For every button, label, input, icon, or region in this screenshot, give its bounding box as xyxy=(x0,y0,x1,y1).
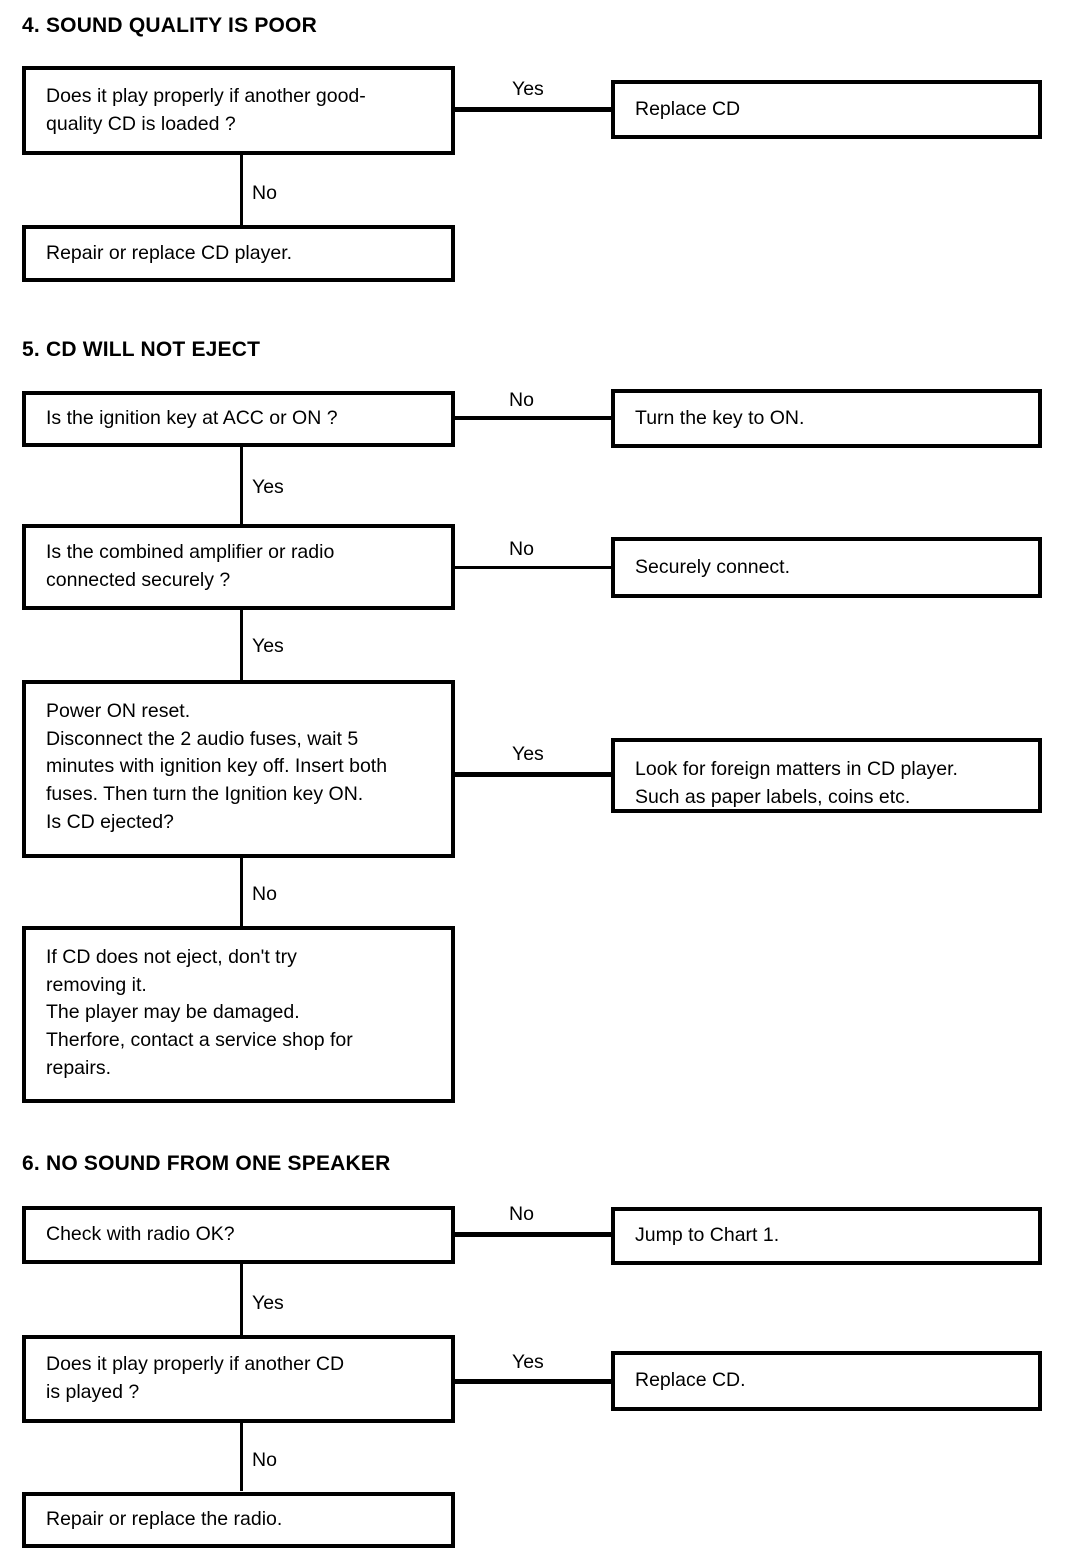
connector-s6-q2-yes xyxy=(455,1379,611,1384)
node-text: Repair or replace the radio. xyxy=(46,1508,283,1531)
node-another-cd-question[interactable]: Does it play properly if another CD is p… xyxy=(22,1335,455,1423)
node-text: Does it play properly if another CD is p… xyxy=(46,1353,345,1403)
node-text: If CD does not eject, don't try removing… xyxy=(46,946,353,1079)
node-ignition-key-question[interactable]: Is the ignition key at ACC or ON ? xyxy=(22,391,455,447)
node-text: Jump to Chart 1. xyxy=(635,1224,780,1247)
node-text: Turn the key to ON. xyxy=(635,406,805,429)
node-repair-replace-cd-player[interactable]: Repair or replace CD player. xyxy=(22,225,455,282)
connector-s5-q2-no xyxy=(455,566,611,569)
edge-label-s5-q2-no: No xyxy=(509,538,534,560)
node-text: Replace CD xyxy=(635,97,741,120)
node-text: Replace CD. xyxy=(635,1369,746,1392)
connector-s5-q1-no xyxy=(455,416,611,420)
edge-label-s5-q2-yes: Yes xyxy=(252,635,284,657)
node-securely-connect[interactable]: Securely connect. xyxy=(611,537,1042,598)
node-replace-cd-1[interactable]: Replace CD xyxy=(611,80,1042,139)
edge-label-s5-q1-no: No xyxy=(509,389,534,411)
edge-label-s6-q1-yes: Yes xyxy=(252,1292,284,1314)
node-replace-cd-2[interactable]: Replace CD. xyxy=(611,1351,1042,1411)
node-look-for-foreign-matters[interactable]: Look for foreign matters in CD player. S… xyxy=(611,738,1042,813)
node-text: Is the combined amplifier or radio conne… xyxy=(46,541,335,591)
section-heading-5: 5. CD WILL NOT EJECT xyxy=(22,338,261,361)
node-amplifier-radio-question[interactable]: Is the combined amplifier or radio conne… xyxy=(22,524,455,610)
connector-s4-q1-yes xyxy=(455,107,611,112)
connector-s6-q1-no xyxy=(455,1232,611,1237)
node-text: Is the ignition key at ACC or ON ? xyxy=(46,407,338,430)
edge-label-s6-q2-yes: Yes xyxy=(512,1351,544,1373)
edge-label-s6-q2-no: No xyxy=(252,1449,277,1471)
edge-label-s4-q1-yes: Yes xyxy=(512,78,544,100)
connector-s5-q2-yes xyxy=(240,610,243,680)
node-text: Look for foreign matters in CD player. S… xyxy=(635,758,958,808)
section-heading-4: 4. SOUND QUALITY IS POOR xyxy=(22,14,317,37)
connector-s5-q3-no xyxy=(240,858,243,926)
node-text: Repair or replace CD player. xyxy=(46,241,293,264)
node-text: Securely connect. xyxy=(635,555,791,578)
edge-label-s6-q1-no: No xyxy=(509,1203,534,1225)
edge-label-s5-q3-no: No xyxy=(252,883,277,905)
node-text: Check with radio OK? xyxy=(46,1223,235,1246)
node-power-on-reset-question[interactable]: Power ON reset. Disconnect the 2 audio f… xyxy=(22,680,455,858)
node-do-not-remove-cd-warning[interactable]: If CD does not eject, don't try removing… xyxy=(22,926,455,1103)
connector-s5-q1-yes xyxy=(240,447,243,524)
node-check-radio-question[interactable]: Check with radio OK? xyxy=(22,1206,455,1264)
section-heading-6: 6. NO SOUND FROM ONE SPEAKER xyxy=(22,1152,391,1175)
node-text: Power ON reset. Disconnect the 2 audio f… xyxy=(46,700,388,833)
node-repair-replace-radio[interactable]: Repair or replace the radio. xyxy=(22,1492,455,1548)
edge-label-s4-q1-no: No xyxy=(252,182,277,204)
connector-s6-q2-no xyxy=(240,1423,243,1491)
node-text: Does it play properly if another good- q… xyxy=(46,84,366,135)
connector-s4-q1-no xyxy=(240,155,243,225)
node-sound-quality-question[interactable]: Does it play properly if another good- q… xyxy=(22,66,455,155)
node-jump-to-chart-1[interactable]: Jump to Chart 1. xyxy=(611,1207,1042,1265)
node-turn-key-on[interactable]: Turn the key to ON. xyxy=(611,389,1042,448)
edge-label-s5-q1-yes: Yes xyxy=(252,476,284,498)
edge-label-s5-q3-yes: Yes xyxy=(512,743,544,765)
connector-s5-q3-yes xyxy=(455,772,611,777)
connector-s6-q1-yes xyxy=(240,1264,243,1335)
